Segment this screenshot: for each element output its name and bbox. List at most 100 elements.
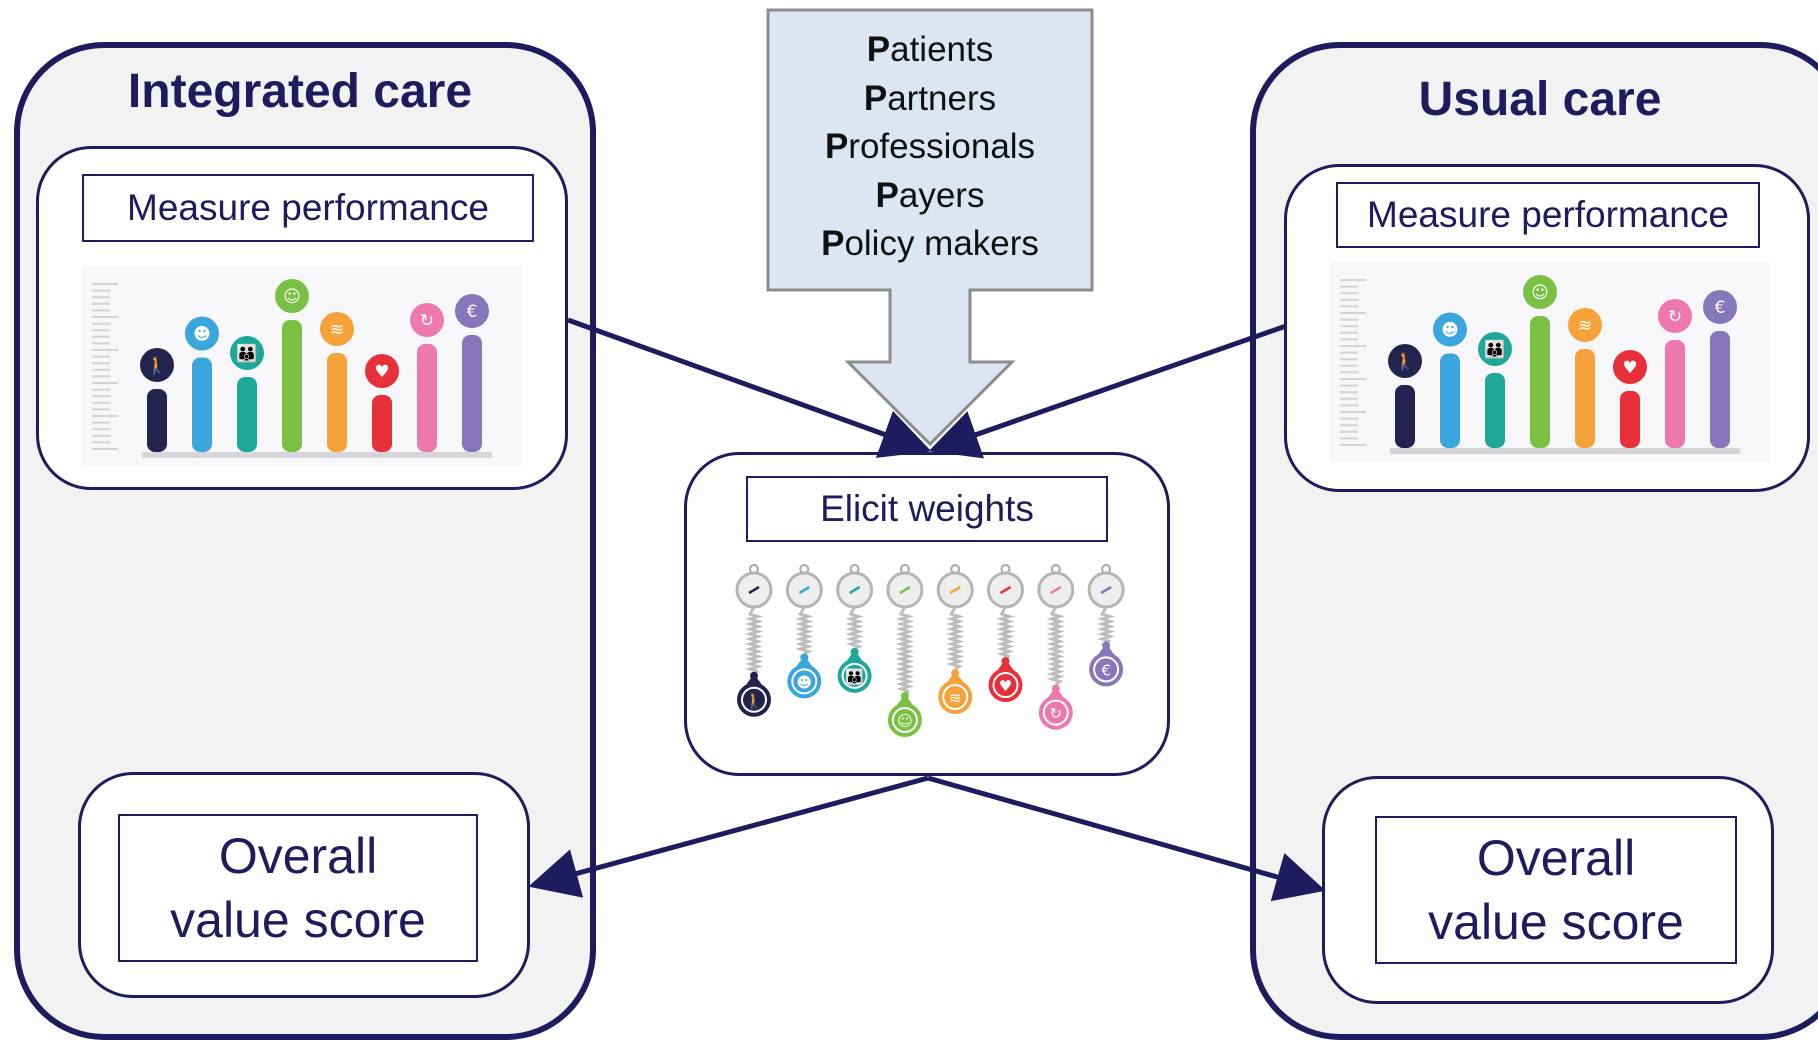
weight-rim: [791, 668, 818, 695]
weight-rim: [942, 684, 969, 710]
stakeholder-item: Policy makers: [821, 224, 1039, 263]
scale-spring: [1046, 606, 1065, 686]
scale-spring: [795, 606, 814, 655]
arrow-right-measure-to-elicit: [928, 323, 1287, 459]
heart-person-icon-glyph: ♥: [999, 677, 1012, 695]
left-score-line1: Overall: [218, 828, 378, 884]
left-measure-performance-label: Measure performance: [82, 174, 534, 242]
right-score-line2: value score: [1428, 894, 1684, 950]
indicator-bar: [1485, 373, 1505, 448]
euro-icon: [1703, 290, 1737, 324]
smiley-icon-glyph: ☺: [283, 287, 301, 307]
weight-rim: [1042, 699, 1069, 726]
indicator-bar: [192, 357, 212, 452]
indicator-bar: [372, 395, 392, 452]
right-measure-performance-label: Measure performance: [1336, 182, 1760, 248]
euro-icon-glyph: €: [1715, 298, 1726, 318]
scale-spring: [946, 606, 965, 671]
indicator-bar: [282, 320, 302, 452]
dial-needle: [949, 585, 961, 595]
indicator-bar: [1620, 391, 1640, 448]
arrow-elicit-to-right-score: [927, 775, 1326, 902]
left-overall-value-score: Overall value score: [118, 814, 478, 962]
smiley-icon-glyph: ☺: [1531, 283, 1549, 303]
stakeholder-item: Patients: [866, 30, 994, 69]
weight-rim: [891, 707, 918, 733]
heart-person-icon-glyph: ♥: [374, 362, 389, 382]
euro-icon: [455, 294, 489, 328]
weight-rim: [1093, 656, 1120, 683]
head-icon: [185, 316, 219, 351]
right-overall-value-score: Overall value score: [1375, 816, 1737, 964]
indicator-bar: [462, 335, 482, 452]
smiley-icon-glyph: ☺: [897, 712, 913, 730]
family-icon: [230, 336, 264, 370]
walking-person-icon-glyph: 🚶: [1394, 351, 1415, 372]
wifi-head-icon: [320, 312, 354, 346]
wifi-head-icon-glyph: ≋: [949, 689, 962, 707]
head-icon-glyph: ☻: [1441, 321, 1459, 341]
wifi-head-icon-glyph: ≋: [330, 320, 344, 340]
indicator-bar: [147, 389, 167, 452]
stakeholder-item: Partners: [863, 78, 997, 118]
head-icon: [1433, 312, 1467, 347]
stakeholders-callout: [766, 8, 1094, 447]
indicator-bar: [1575, 349, 1595, 448]
smiley-icon: [1523, 275, 1557, 309]
walking-person-icon-glyph: 🚶: [146, 355, 167, 376]
dial-needle: [748, 585, 760, 595]
cycle-icon: [1658, 299, 1692, 333]
family-icon-glyph: 👪: [1484, 339, 1505, 360]
stakeholder-list: Patients Partners Professionals Payers P…: [768, 26, 1092, 269]
weight-rim: [741, 686, 767, 713]
scale-spring: [845, 606, 864, 650]
family-icon-glyph: 👪: [236, 343, 257, 364]
left-performance-chart: 🚶☻👪☺≋♥↻€: [82, 266, 522, 466]
indicator-bar: [1440, 353, 1460, 448]
right-score-line1: Overall: [1476, 830, 1636, 886]
dial-needle: [999, 585, 1012, 595]
dial-needle: [848, 585, 861, 595]
walking-person-icon: [1388, 344, 1422, 378]
indicator-bar: [417, 344, 437, 452]
integrated-care-title: Integrated care: [127, 65, 473, 118]
dial-needle: [899, 585, 911, 595]
heart-person-icon: [1613, 350, 1647, 384]
indicator-bar: [1530, 316, 1550, 448]
scale-spring: [744, 606, 764, 674]
dial-needle: [1050, 585, 1062, 595]
weight-rim: [992, 672, 1019, 699]
scale-spring: [996, 606, 1015, 659]
right-performance-chart: 🚶 ☻ 👪 ☺ ≋ ♥ ↻ €: [1330, 262, 1770, 462]
head-icon-glyph: ☻: [796, 673, 812, 691]
wifi-head-icon: [1568, 308, 1602, 342]
head-icon-glyph: ☻: [193, 325, 211, 345]
euro-icon-glyph: €: [467, 302, 478, 322]
indicator-bar: [237, 377, 257, 452]
wifi-head-icon-glyph: ≋: [1578, 316, 1592, 336]
walking-person-icon: [140, 348, 174, 382]
indicator-bar: [327, 353, 347, 452]
stakeholder-item: Professionals: [824, 127, 1036, 166]
arrow-elicit-to-left-score: [528, 775, 929, 898]
cycle-icon-glyph: ↻: [1050, 705, 1063, 723]
euro-icon-glyph: €: [1101, 661, 1111, 679]
weights-illustration: 🚶 ☻ 👪 ☺ ≋ ♥ ↻ €: [735, 564, 1125, 737]
cycle-icon: [410, 303, 444, 337]
arrow-left-measure-to-elicit: [567, 317, 932, 458]
stakeholder-item: Payers: [875, 175, 985, 215]
cycle-icon-glyph: ↻: [1668, 307, 1682, 327]
elicit-weights-label: Elicit weights: [746, 476, 1108, 542]
heart-person-icon-glyph: ♥: [1622, 358, 1637, 378]
dial-needle: [798, 585, 810, 595]
indicator-bar: [1710, 331, 1730, 448]
smiley-icon: [275, 279, 309, 313]
family-icon-glyph: 👪: [845, 668, 864, 686]
dial-needle: [1100, 585, 1112, 595]
left-score-line2: value score: [170, 892, 426, 948]
usual-care-title: Usual care: [1418, 73, 1662, 126]
indicator-bar: [1395, 385, 1415, 448]
family-icon: [1478, 332, 1512, 366]
walking-person-icon-glyph: 🚶: [745, 692, 764, 710]
